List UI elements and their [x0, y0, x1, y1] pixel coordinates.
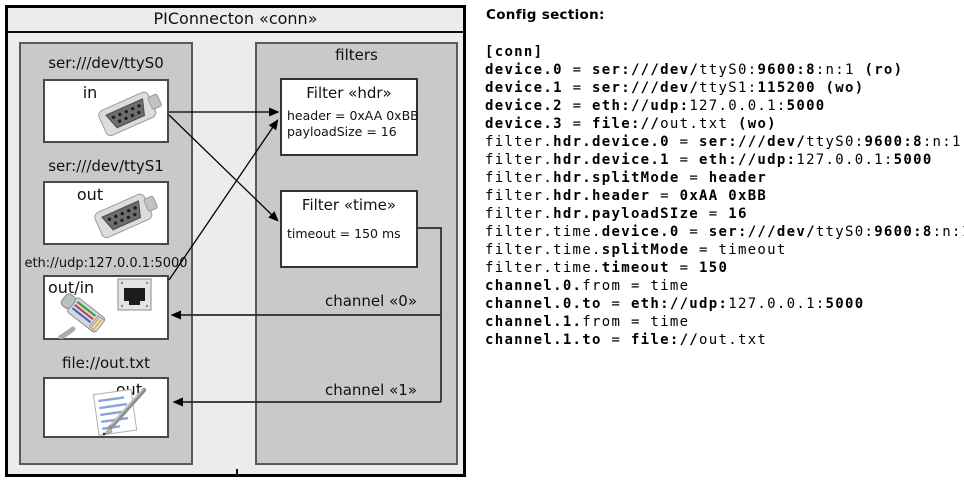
- filter-attribute: payloadSize = 16: [287, 124, 397, 139]
- device-direction-label: in: [82, 83, 98, 102]
- config-line: device.0 = ser:///dev/ttyS0:9600:8:n:1 (…: [485, 62, 904, 78]
- config-line: channel.1.to = file://out.txt: [485, 332, 768, 348]
- config-section: [conn] device.0 = ser:///dev/ttyS0:9600:8…: [485, 43, 964, 349]
- config-line: filter.time.timeout = 150: [485, 260, 729, 276]
- diagram-title: PIConnecton «conn»: [153, 9, 318, 28]
- filter-attribute: header = 0xAA 0xBB: [287, 108, 419, 123]
- ethernet-icon: [58, 278, 152, 339]
- filter-title: Filter «hdr»: [306, 84, 392, 102]
- config-line: filter.hdr.device.1 = eth://udp:127.0.0.…: [485, 152, 933, 168]
- filters-panel-label: filters: [335, 46, 378, 64]
- config-line: channel.0.from = time: [485, 278, 690, 294]
- config-line: channel.1.from = time: [485, 314, 690, 330]
- config-line: channel.0.to = eth://udp:127.0.0.1:5000: [485, 296, 865, 312]
- channel-1-label: channel «1»: [324, 381, 417, 399]
- device-url-label: ser:///dev/ttyS1: [48, 157, 164, 175]
- config-line: [conn]: [485, 44, 544, 60]
- device-url-label: eth://udp:127.0.0.1:5000: [24, 256, 188, 271]
- config-line: filter.hdr.header = 0xAA 0xBB: [485, 188, 768, 204]
- device-direction-label: out: [76, 185, 104, 204]
- config-line: filter.hdr.splitMode = header: [485, 170, 768, 186]
- bottom-notch: [236, 469, 238, 476]
- device-url-label: file://out.txt: [62, 354, 150, 372]
- config-line: filter.hdr.device.0 = ser:///dev/ttyS0:9…: [485, 134, 962, 150]
- filter-time-box: [280, 190, 418, 268]
- notepad-icon: [92, 387, 147, 436]
- config-heading: Config section:: [486, 7, 605, 23]
- channel-0-label: channel «0»: [324, 292, 417, 310]
- serial-port-icon: [94, 193, 158, 239]
- filter-attribute: timeout = 150 ms: [287, 226, 401, 241]
- config-line: filter.time.device.0 = ser:///dev/ttyS0:…: [485, 224, 964, 240]
- device-url-label: ser:///dev/ttyS0: [48, 54, 164, 72]
- title-separator: [8, 31, 463, 33]
- serial-port-icon: [98, 91, 162, 137]
- config-line: device.3 = file://out.txt (wo): [485, 116, 777, 132]
- config-line: device.2 = eth://udp:127.0.0.1:5000: [485, 98, 826, 114]
- device-direction-label: out/in: [48, 278, 95, 297]
- config-line: filter.hdr.payloadSIze = 16: [485, 206, 748, 222]
- filter-title: Filter «time»: [301, 196, 397, 214]
- filter-hdr-box: [280, 78, 418, 156]
- config-line: filter.time.splitMode = timeout: [485, 242, 787, 258]
- config-line: device.1 = ser:///dev/ttyS1:115200 (wo): [485, 80, 865, 96]
